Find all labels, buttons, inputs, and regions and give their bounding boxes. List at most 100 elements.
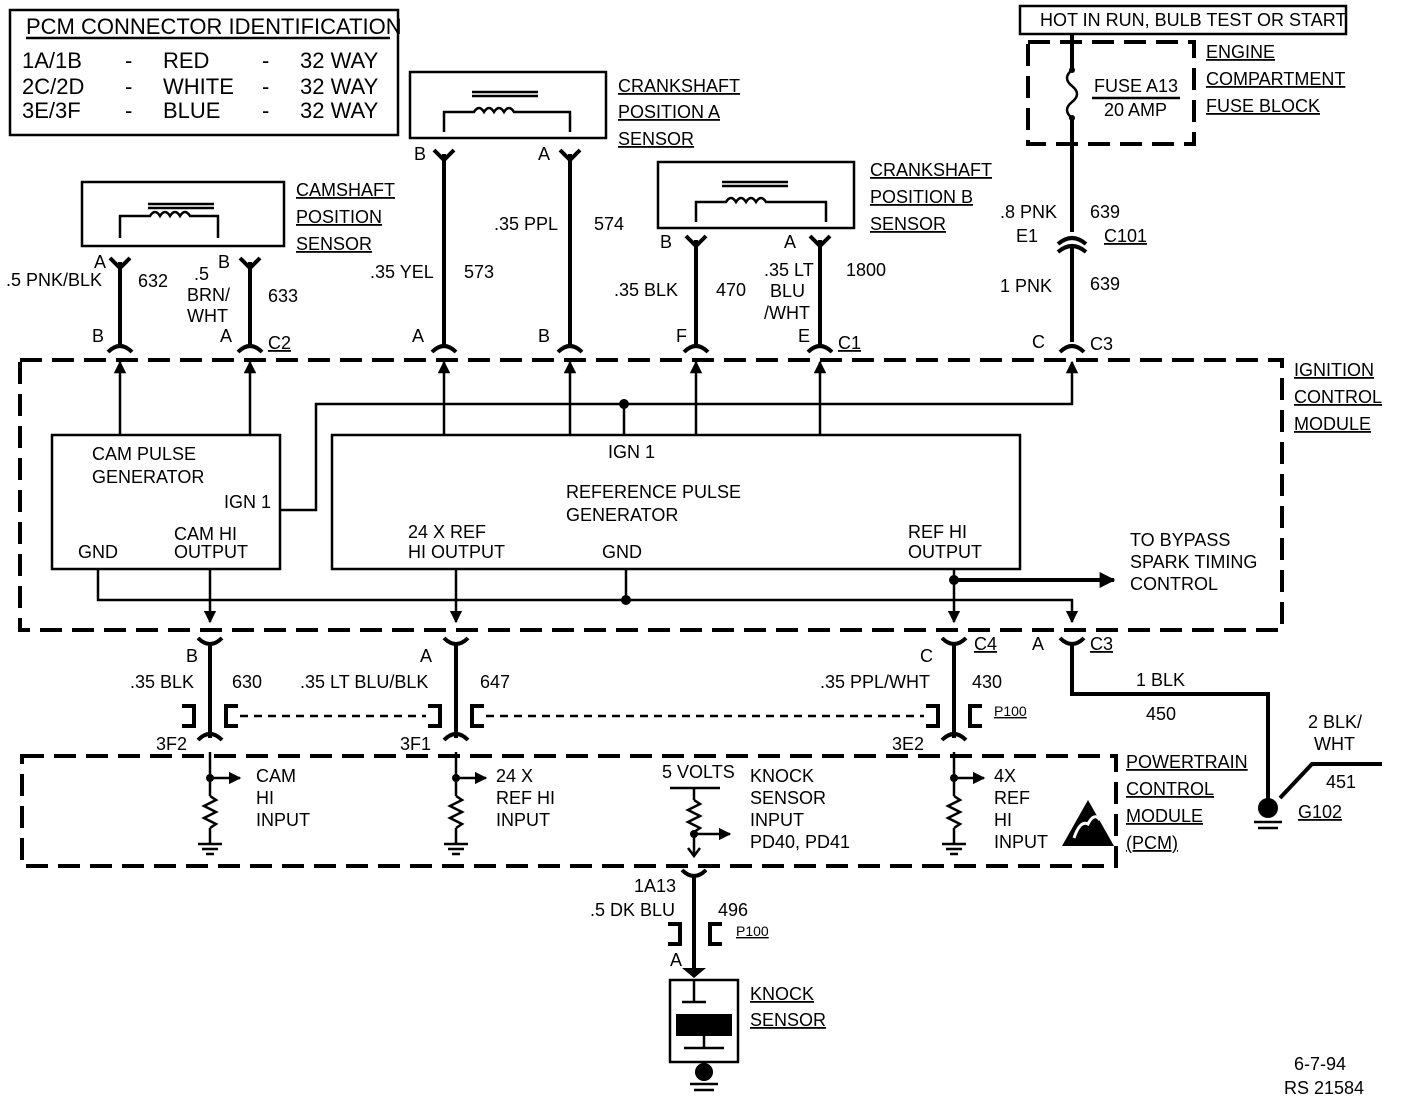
- w639a-gauge: .8 PNK: [1000, 202, 1057, 222]
- svg-text:SENSOR: SENSOR: [750, 788, 826, 808]
- svg-text:B: B: [186, 646, 198, 666]
- svg-text:KNOCK: KNOCK: [750, 766, 814, 786]
- knock-sensor-label-1: KNOCK: [750, 984, 814, 1004]
- svg-text:A: A: [220, 326, 232, 346]
- coil-icon: [118, 210, 220, 238]
- fuse-block-label-2: COMPARTMENT: [1206, 69, 1345, 89]
- svg-text:4X: 4X: [994, 766, 1016, 786]
- cam-gen-ign1: IGN 1: [224, 492, 271, 512]
- esd-warning-icon: [1062, 800, 1114, 846]
- w1800-circuit: 1800: [846, 260, 886, 280]
- svg-text:GENERATOR: GENERATOR: [566, 505, 678, 525]
- svg-text:F: F: [676, 326, 687, 346]
- p100-connector: [182, 704, 982, 728]
- w639b-gauge: 1 PNK: [1000, 276, 1052, 296]
- knock-sensor-label-2: SENSOR: [750, 1010, 826, 1030]
- cam-pulse-generator: [50, 433, 282, 571]
- svg-text:32 WAY: 32 WAY: [300, 48, 379, 73]
- svg-text:BLUE: BLUE: [163, 98, 220, 123]
- svg-text:INPUT: INPUT: [750, 810, 804, 830]
- icm-label-3: MODULE: [1294, 414, 1371, 434]
- c1-label: C1: [838, 333, 861, 353]
- table-row: 2C/2D - WHITE - 32 WAY: [22, 74, 379, 99]
- w632-gauge: .5 PNK/BLK: [6, 270, 102, 290]
- w633-circuit: 633: [268, 286, 298, 306]
- svg-text:A: A: [1032, 634, 1044, 654]
- w630-circuit: 630: [232, 672, 262, 692]
- w647-circuit: 647: [480, 672, 510, 692]
- svg-text:CAM HI: CAM HI: [174, 524, 237, 544]
- ref-gen-ign1: IGN 1: [608, 442, 655, 462]
- svg-text:REF: REF: [994, 788, 1030, 808]
- w430-circuit: 430: [972, 672, 1002, 692]
- p100-label-top: P100: [994, 703, 1027, 719]
- svg-text:PD40, PD41: PD40, PD41: [750, 832, 850, 852]
- svg-text:INPUT: INPUT: [496, 810, 550, 830]
- svg-text:REF HI: REF HI: [496, 788, 555, 808]
- crank-b-label-3: SENSOR: [870, 214, 946, 234]
- c4-label: C4: [974, 634, 997, 654]
- svg-text:WHT: WHT: [1314, 734, 1355, 754]
- g102-label: G102: [1298, 802, 1342, 822]
- svg-text:32 WAY: 32 WAY: [300, 98, 379, 123]
- svg-text:HI OUTPUT: HI OUTPUT: [408, 542, 505, 562]
- fuse-amp: 20 AMP: [1104, 100, 1167, 120]
- w470-circuit: 470: [716, 280, 746, 300]
- pcm-pin-3e2: 3E2: [892, 734, 924, 754]
- svg-text:B: B: [660, 232, 672, 252]
- w470-gauge: .35 BLK: [614, 280, 678, 300]
- ground-icon: [942, 842, 966, 856]
- hot-label: HOT IN RUN, BULB TEST OR START: [1040, 10, 1346, 30]
- w574-gauge: .35 PPL: [494, 214, 558, 234]
- svg-text:32 WAY: 32 WAY: [300, 74, 379, 99]
- svg-text:B: B: [218, 252, 230, 272]
- svg-text:/WHT: /WHT: [764, 303, 810, 323]
- svg-text:-: -: [262, 74, 269, 99]
- icm-label-2: CONTROL: [1294, 387, 1382, 407]
- svg-text:A: A: [784, 232, 796, 252]
- pcm-label-4: (PCM): [1126, 833, 1178, 853]
- resistor-icon: [201, 794, 219, 830]
- svg-text:B: B: [538, 326, 550, 346]
- pcm-label-2: CONTROL: [1126, 779, 1214, 799]
- w450-circuit: 450: [1146, 704, 1176, 724]
- w639a-circuit: 639: [1090, 202, 1120, 222]
- c3-pin-c: C: [1032, 332, 1045, 352]
- svg-text:.5: .5: [194, 264, 209, 284]
- bypass-label-1: TO BYPASS: [1130, 530, 1230, 550]
- wire-450: [1070, 644, 1270, 796]
- ignition-control-module-outline: [18, 358, 1284, 632]
- svg-text:INPUT: INPUT: [256, 810, 310, 830]
- cam-gen-label: CAM PULSE: [92, 444, 196, 464]
- ground-icon: [444, 842, 468, 856]
- w632-circuit: 632: [138, 271, 168, 291]
- e1-label: E1: [1016, 226, 1038, 246]
- table-row: 1A/1B - RED - 32 WAY: [22, 48, 379, 73]
- w496-circuit: 496: [718, 900, 748, 920]
- svg-text:B: B: [92, 326, 104, 346]
- pcm-outline: [20, 754, 1118, 868]
- reference-pulse-generator: [330, 433, 1022, 571]
- fuse-name: FUSE A13: [1094, 76, 1178, 96]
- g102-ground-icon: [1258, 798, 1278, 818]
- pcm-knock-input: 5 VOLTS KNOCK SENSOR INPUT PD40, PD41: [662, 762, 850, 859]
- fuse-block-label-1: ENGINE: [1206, 42, 1275, 62]
- w630-gauge: .35 BLK: [130, 672, 194, 692]
- w430-gauge: .35 PPL/WHT: [820, 672, 930, 692]
- cam-gen-gnd: GND: [78, 542, 118, 562]
- svg-text:E: E: [798, 326, 810, 346]
- w573-gauge: .35 YEL: [370, 262, 434, 282]
- crank-a-label-2: POSITION A: [618, 102, 720, 122]
- pcm-label-1: POWERTRAIN: [1126, 752, 1248, 772]
- cam-sensor-label-3: SENSOR: [296, 234, 372, 254]
- icm-label-1: IGNITION: [1294, 360, 1374, 380]
- p100-label-bottom: P100: [736, 923, 769, 939]
- w639b-circuit: 639: [1090, 274, 1120, 294]
- c101-label: C101: [1104, 226, 1147, 246]
- crank-a-label-1: CRANKSHAFT: [618, 76, 740, 96]
- w573-circuit: 573: [464, 262, 494, 282]
- svg-text:-: -: [125, 48, 132, 73]
- svg-text:24 X REF: 24 X REF: [408, 522, 486, 542]
- knock-pin-1a13: 1A13: [634, 876, 676, 896]
- wire-451: [1278, 762, 1382, 800]
